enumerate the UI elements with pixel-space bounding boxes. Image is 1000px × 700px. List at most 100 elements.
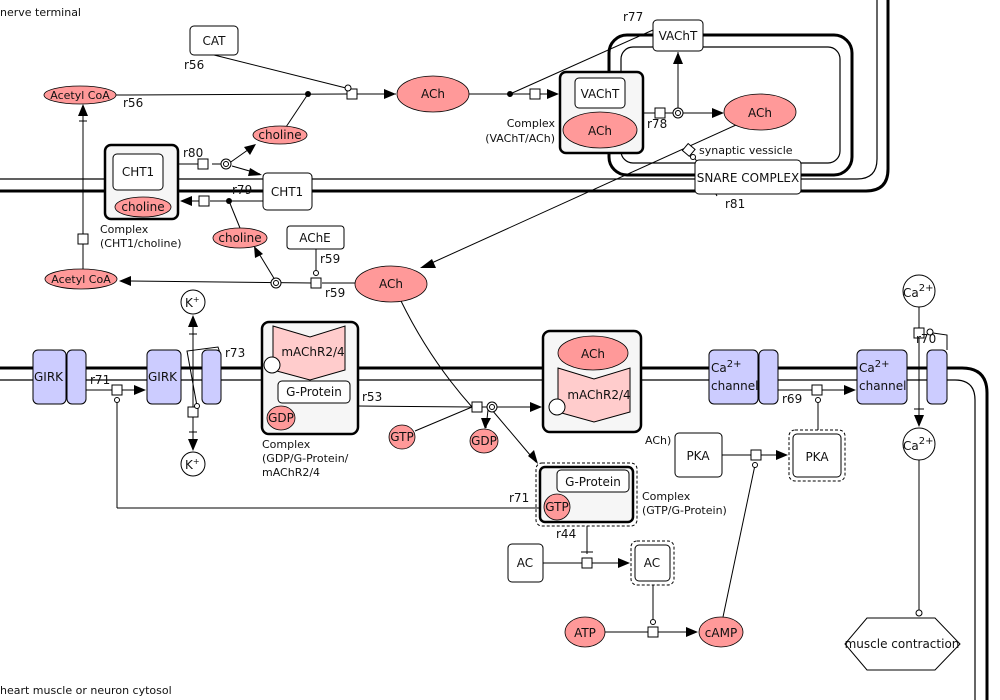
svg-text:K+: K+ bbox=[185, 457, 200, 472]
complex-ach-machr[interactable]: ACh mAChR2/4 ACh) bbox=[541, 329, 671, 447]
svg-text:VAChT: VAChT bbox=[581, 87, 620, 101]
svg-text:G-Protein: G-Protein bbox=[286, 385, 342, 399]
node-girk-open[interactable]: GIRK bbox=[146, 349, 222, 405]
node-ach-top[interactable]: ACh bbox=[396, 75, 470, 113]
svg-text:Complex: Complex bbox=[100, 223, 149, 236]
svg-text:channel: channel bbox=[859, 379, 906, 393]
node-cht1[interactable]: CHT1 bbox=[262, 172, 313, 211]
svg-text:Acetyl CoA: Acetyl CoA bbox=[50, 89, 110, 102]
node-gtp[interactable]: GTP bbox=[388, 424, 416, 450]
svg-text:Ca2+: Ca2+ bbox=[859, 359, 889, 375]
complex-gdp-gprotein-machr[interactable]: mAChR2/4 G-Protein GDP Complex (GDP/G-Pr… bbox=[260, 320, 360, 479]
reaction-label: r73 bbox=[225, 346, 245, 360]
reaction-label: r78 bbox=[647, 117, 667, 131]
svg-text:G-Protein: G-Protein bbox=[565, 475, 621, 489]
svg-text:AC: AC bbox=[644, 556, 660, 570]
svg-text:AChE: AChE bbox=[299, 231, 331, 245]
node-ach-cleft[interactable]: ACh bbox=[354, 265, 428, 303]
node-vacht[interactable]: VAChT bbox=[652, 19, 704, 52]
reaction-label: r79 bbox=[232, 183, 252, 197]
node-girk-closed[interactable]: GIRK bbox=[32, 349, 87, 405]
svg-text:Ca2+: Ca2+ bbox=[903, 436, 933, 453]
reaction-label: r81 bbox=[725, 197, 745, 211]
svg-text:ATP: ATP bbox=[574, 626, 596, 640]
svg-text:PKA: PKA bbox=[805, 450, 829, 464]
reaction-label: r44 bbox=[556, 527, 576, 541]
cytosol-membrane bbox=[0, 366, 989, 700]
reaction-label: r69 bbox=[782, 392, 802, 406]
svg-text:choline: choline bbox=[258, 128, 301, 142]
node-ach-vesicle[interactable]: ACh bbox=[723, 93, 797, 131]
node-acetyl-coa-top[interactable]: Acetyl CoA bbox=[43, 85, 117, 105]
node-gdp[interactable]: GDP bbox=[469, 428, 499, 454]
compartment-label-vesicle: synaptic vessicle bbox=[699, 144, 793, 157]
svg-text:ACh: ACh bbox=[421, 87, 445, 101]
node-k-top[interactable]: K+ bbox=[180, 289, 206, 315]
reaction-labels: r56 r56 r80 r79 r59 r59 r77 r78 r81 r73 … bbox=[90, 10, 936, 541]
svg-text:VAChT: VAChT bbox=[659, 29, 698, 43]
node-pka-active[interactable]: PKA bbox=[788, 429, 846, 482]
svg-text:ACh: ACh bbox=[581, 347, 605, 361]
node-choline-mid[interactable]: choline bbox=[212, 227, 268, 249]
node-snare-complex[interactable]: SNARE COMPLEX bbox=[694, 159, 802, 195]
svg-text:mAChR2/4: mAChR2/4 bbox=[567, 388, 630, 402]
node-ac-inactive[interactable]: AC bbox=[507, 543, 544, 583]
node-ca-channel-open[interactable]: Ca2+ channel bbox=[856, 349, 948, 405]
svg-text:ACh: ACh bbox=[588, 124, 612, 138]
reaction-label: r71 bbox=[90, 373, 110, 387]
svg-text:Ca2+: Ca2+ bbox=[711, 359, 741, 375]
svg-text:mAChR2/4: mAChR2/4 bbox=[281, 345, 344, 359]
svg-text:CHT1: CHT1 bbox=[271, 185, 303, 199]
reaction-label: r53 bbox=[362, 390, 382, 404]
svg-text:(VAChT/ACh): (VAChT/ACh) bbox=[485, 132, 555, 145]
svg-text:(GTP/G-Protein): (GTP/G-Protein) bbox=[642, 504, 727, 517]
svg-text:Acetyl CoA: Acetyl CoA bbox=[51, 273, 111, 286]
svg-text:GDP: GDP bbox=[268, 411, 294, 425]
process-nodes bbox=[77, 84, 934, 638]
svg-text:Complex: Complex bbox=[262, 438, 311, 451]
complex-vacht-ach[interactable]: VAChT ACh Complex (VAChT/ACh) bbox=[485, 70, 645, 155]
svg-text:(GDP/G-Protein/: (GDP/G-Protein/ bbox=[262, 452, 349, 465]
node-atp[interactable]: ATP bbox=[564, 616, 606, 648]
node-acetyl-coa-bottom[interactable]: Acetyl CoA bbox=[44, 268, 118, 290]
complex-cht1-choline[interactable]: CHT1 choline Complex (CHT1/choline) bbox=[100, 143, 182, 250]
complex-gtp-gprotein[interactable]: G-Protein GTP Complex (GTP/G-Protein) bbox=[535, 462, 727, 527]
node-ache[interactable]: AChE bbox=[286, 225, 345, 250]
svg-text:cAMP: cAMP bbox=[705, 626, 737, 640]
reaction-label: r71 bbox=[509, 491, 529, 505]
node-cat[interactable]: CAT bbox=[189, 25, 239, 56]
reaction-label: r59 bbox=[325, 286, 345, 300]
svg-text:GIRK: GIRK bbox=[34, 370, 64, 384]
reaction-label: r77 bbox=[623, 10, 643, 24]
node-camp[interactable]: cAMP bbox=[698, 616, 744, 648]
node-choline-top[interactable]: choline bbox=[252, 125, 308, 145]
svg-text:GDP: GDP bbox=[471, 434, 497, 448]
node-ac-active[interactable]: AC bbox=[630, 540, 675, 586]
svg-text:(CHT1/choline): (CHT1/choline) bbox=[100, 237, 182, 250]
svg-text:channel: channel bbox=[711, 379, 758, 393]
svg-text:choline: choline bbox=[218, 231, 261, 245]
svg-text:ACh: ACh bbox=[748, 106, 772, 120]
node-pka-inactive[interactable]: PKA bbox=[674, 432, 723, 478]
node-ca-bottom[interactable]: Ca2+ bbox=[902, 427, 936, 461]
svg-text:CAT: CAT bbox=[203, 34, 227, 48]
svg-text:GIRK: GIRK bbox=[148, 370, 178, 384]
node-k-bottom[interactable]: K+ bbox=[180, 451, 206, 477]
svg-text:ACh): ACh) bbox=[645, 434, 671, 447]
node-muscle-contraction[interactable]: muscle contraction bbox=[844, 617, 961, 671]
svg-text:AC: AC bbox=[517, 556, 533, 570]
node-ca-channel-closed[interactable]: Ca2+ channel bbox=[708, 349, 779, 405]
reaction-label: r70 bbox=[916, 332, 936, 346]
node-ca-top[interactable]: Ca2+ bbox=[902, 274, 936, 308]
svg-text:CHT1: CHT1 bbox=[122, 165, 154, 179]
svg-text:PKA: PKA bbox=[686, 449, 710, 463]
svg-text:GTP: GTP bbox=[390, 430, 413, 444]
reaction-label: r56 bbox=[123, 96, 143, 110]
svg-text:Ca2+: Ca2+ bbox=[903, 283, 933, 300]
reaction-label: r56 bbox=[184, 58, 204, 72]
svg-text:muscle contraction: muscle contraction bbox=[845, 637, 960, 651]
svg-text:mAChR2/4: mAChR2/4 bbox=[262, 466, 320, 479]
svg-text:ACh: ACh bbox=[379, 277, 403, 291]
compartment-label-cytosol: heart muscle or neuron cytosol bbox=[0, 684, 172, 697]
